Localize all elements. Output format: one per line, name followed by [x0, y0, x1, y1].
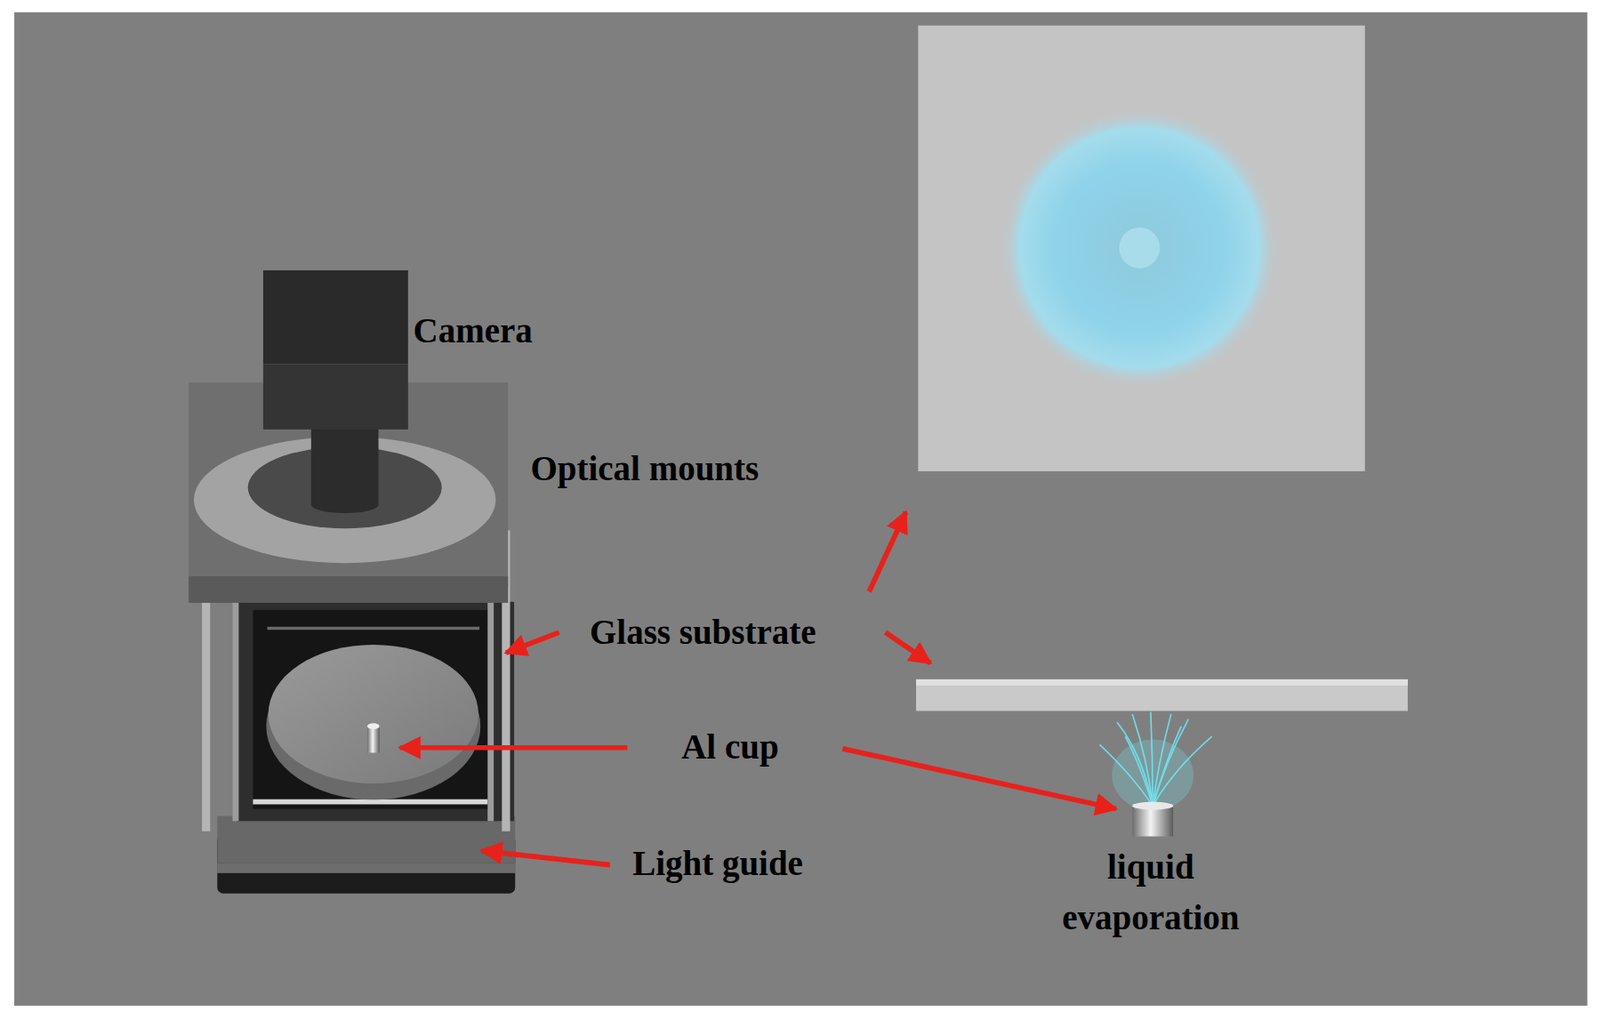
rod [201, 596, 210, 832]
light-guide [217, 816, 515, 864]
glass-edge [267, 627, 481, 630]
part-label: Glass substrate [589, 611, 817, 653]
substrate-side-view [916, 679, 1408, 686]
al-cup [1132, 805, 1174, 837]
camera-body [263, 270, 409, 365]
camera-lens [311, 497, 379, 514]
camera-body [263, 363, 409, 429]
frame [236, 602, 515, 822]
rod [487, 596, 494, 821]
camera-lens [311, 428, 379, 506]
deposit-ring [998, 106, 1281, 389]
al-cup [367, 726, 380, 754]
substrate-side-view [916, 679, 1408, 712]
background [14, 12, 1588, 1006]
light-guide-edge [217, 862, 515, 873]
part-label: Optical mounts [530, 449, 759, 491]
leader-arrow [400, 512, 1117, 866]
glass-edge [252, 799, 488, 805]
part-label: liquid evaporation [1028, 841, 1273, 944]
vapor-glow [1111, 739, 1194, 812]
rod [233, 596, 240, 821]
disk [268, 644, 479, 784]
al-cup-top [1132, 802, 1174, 811]
al-cup-top [367, 723, 380, 730]
deposit-center [1118, 227, 1160, 269]
part-label: Al cup [681, 727, 779, 769]
optical-mount-edge [188, 576, 508, 604]
frame-interior [252, 610, 493, 810]
part-label: Light guide [632, 844, 804, 885]
substrate-top-view [917, 25, 1365, 472]
part-label: Camera [413, 311, 533, 353]
